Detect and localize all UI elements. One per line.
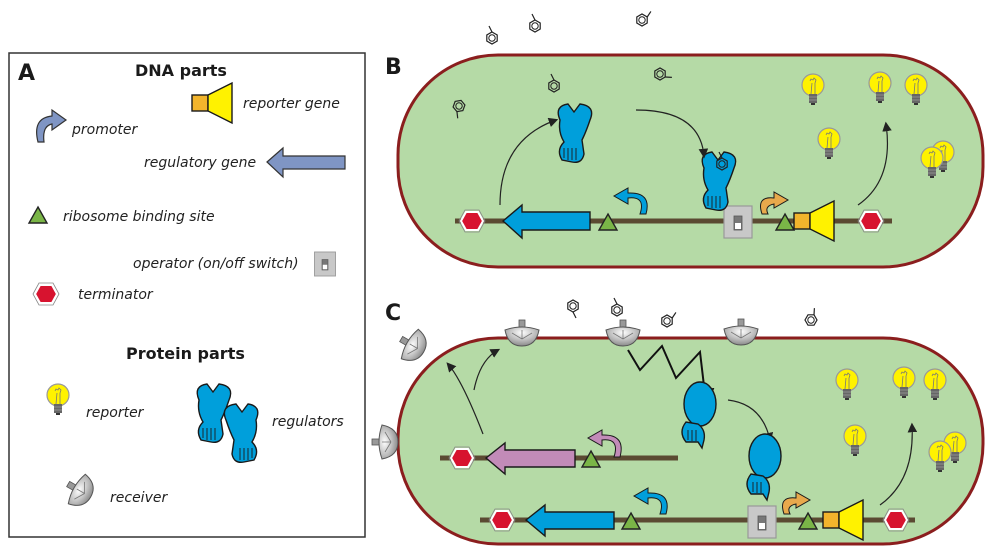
promoter-label: promoter: [71, 122, 139, 138]
regulatory-gene-icon: [266, 146, 346, 179]
promoter-icon: [782, 491, 812, 515]
panel-label-a: A: [18, 61, 35, 86]
terminator-icon: [882, 508, 910, 532]
regulatory-gene-label: regulatory gene: [144, 155, 256, 171]
protein-parts-heading: Protein parts: [126, 344, 245, 363]
terminator-icon: [448, 446, 476, 470]
terminator-icon: [857, 209, 885, 233]
promoter-icon: [632, 487, 668, 515]
flow-arrow: [473, 348, 501, 391]
operator-icon: [747, 505, 777, 539]
legend-panel-a: A DNA parts reporter gene promoter regul…: [8, 52, 366, 538]
panel-c: C: [371, 297, 985, 546]
promoter-icon: [586, 429, 622, 458]
regulatory-gene-icon: [501, 203, 591, 240]
flow-arrow: [727, 399, 774, 443]
operator-icon: [723, 205, 753, 239]
flow-arrow: [879, 422, 918, 506]
legend-box: [8, 52, 366, 538]
regulatory-gene-icon: [524, 503, 615, 538]
panel-label-c: C: [385, 301, 401, 326]
promoter-icon: [36, 108, 68, 143]
operator-icon: [314, 251, 336, 277]
flow-arrow: [635, 109, 709, 159]
flow-arrow: [499, 117, 559, 206]
cell-b: [396, 53, 985, 269]
terminator-icon: [488, 508, 516, 532]
promoter-icon: [760, 191, 790, 215]
panel-b: B: [385, 8, 985, 269]
receiver-label: receiver: [110, 490, 168, 506]
flow-arrow: [446, 362, 484, 435]
regulators-label: regulators: [272, 414, 344, 430]
flow-arrow: [857, 121, 892, 206]
panel-label-b: B: [385, 55, 402, 80]
molecule-icon: [567, 297, 823, 330]
terminator-icon: [458, 209, 486, 233]
terminator-icon: [32, 282, 60, 306]
pink-gene-icon: [484, 441, 576, 476]
rbs-label: ribosome binding site: [63, 209, 215, 225]
promoter-icon: [612, 187, 648, 215]
dna-parts-heading: DNA parts: [135, 61, 227, 80]
terminator-label: terminator: [78, 287, 154, 303]
operator-label: operator (on/off switch): [133, 256, 299, 272]
signal-arrow: [627, 344, 715, 409]
reporter-gene-label: reporter gene: [243, 96, 340, 112]
reporter-label: reporter: [86, 405, 145, 421]
